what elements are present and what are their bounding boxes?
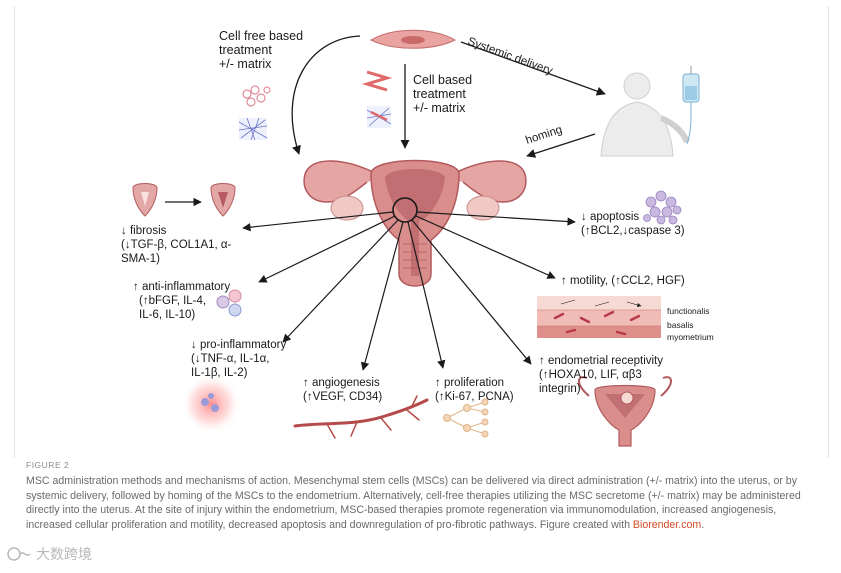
mechanism-arrows [242,211,576,371]
figure-number: FIGURE 2 [26,460,70,470]
blood-vessel-icon [293,395,429,439]
biorender-link[interactable]: Biorender.com [632,518,702,531]
figure-caption: FIGURE 2 MSC administration methods and … [26,460,821,532]
inflammation-glow-icon [181,374,241,434]
patient-iv-icon [600,66,700,157]
systemic-delivery-arrow [460,41,606,96]
receptivity-label: ↑ endometrial receptivity (↑HOXA10, LIF,… [539,355,666,395]
figure-illustration: Cell free based treatment +/- matrix Cel… [121,29,714,447]
immune-cells-icon [216,289,242,317]
msc-cell-icon [369,29,457,49]
fibrosis-uterus-icons [132,183,236,217]
cell-matrix-icon [361,70,393,128]
fibrosis-label: ↓ fibrosis (↓TGF-β, COL1A1, α- SMA-1) [121,225,235,265]
angiogenesis-label: ↑ angiogenesis (↑VEGF, CD34) [303,377,383,403]
motility-label: ↑ motility, (↑CCL2, HGF) [561,275,685,287]
homing-arrow [526,133,596,158]
caption-text: MSC administration methods and mechanism… [26,474,821,532]
caption-end: . [701,518,705,531]
receptivity-uterus-icon [578,376,672,447]
figure-panel: Cell free based treatment +/- matrix Cel… [14,6,829,458]
watermark-text: 大数跨境 [36,547,92,563]
uterus-illustration [303,159,527,287]
caption-body: MSC administration methods and mechanism… [26,475,801,531]
cell-based-label: Cell based treatment +/- matrix [413,73,476,115]
proliferation-icon [443,398,489,438]
watermark-icon [7,547,31,561]
proliferation-label: ↑ proliferation (↑Ki-67, PCNA) [435,377,514,403]
endometrium-layers-diagram [537,296,661,338]
injury-site-circle [392,197,418,223]
cell-free-arrow [291,35,361,155]
anti-inflammatory-label: ↑ anti-inflammatory (↑bFGF, IL-4, IL-6, … [133,281,233,321]
apoptosis-cells-icon [643,190,682,225]
matrix-scaffold-icon [238,117,268,141]
watermark-logo: 大数跨境 [7,547,92,563]
cell-free-label: Cell free based treatment +/- matrix [219,29,307,71]
exosome-icon [242,85,271,107]
apoptosis-label: ↓ apoptosis (↑BCL2,↓caspase 3) [581,211,685,237]
homing-label: homing [524,124,564,147]
pro-inflammatory-label: ↓ pro-inflammatory (↓TNF-α, IL-1α, IL-1β… [191,339,289,379]
systemic-delivery-label: Systemic delivery [466,36,554,78]
layer-labels: functionalis basalis myometrium [667,306,714,342]
